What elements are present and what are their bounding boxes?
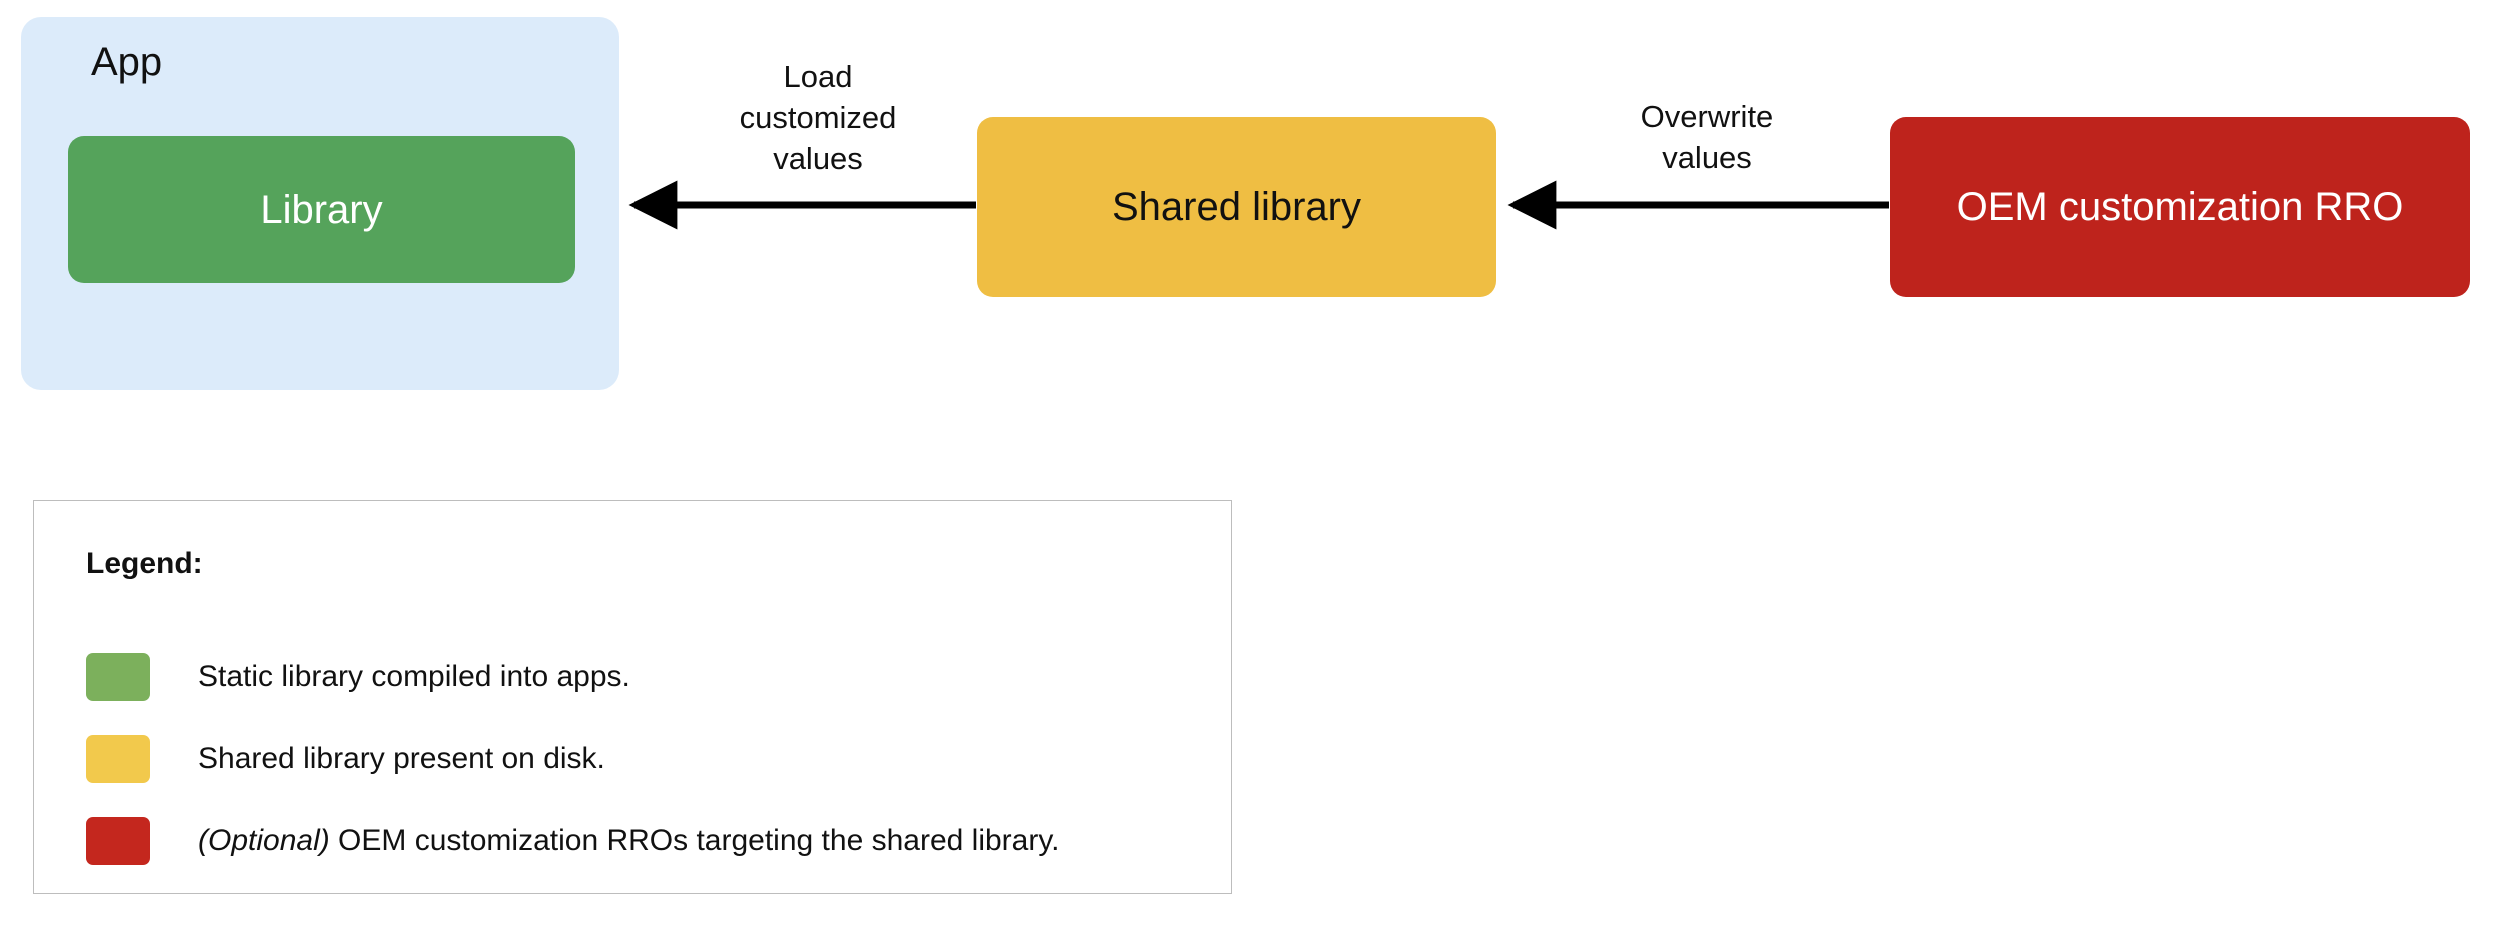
node-library[interactable]: Library (68, 136, 575, 283)
legend-panel: Legend: Static library compiled into app… (33, 500, 1232, 894)
legend-title: Legend: (86, 547, 203, 580)
legend-swatch-shared-library (86, 735, 150, 783)
legend-item-text: (Optional) OEM customization RROs target… (198, 824, 1059, 858)
node-oem-customization-rro-label: OEM customization RRO (1956, 185, 2404, 229)
legend-item-list: Static library compiled into apps. Share… (86, 636, 1186, 882)
legend-item-description: Static library compiled into apps. (198, 660, 630, 693)
node-shared-library[interactable]: Shared library (977, 117, 1496, 297)
legend-item-description: Shared library present on disk. (198, 742, 605, 775)
legend-item-text: Static library compiled into apps. (198, 660, 630, 694)
edge-label-load-customized-values: Load customized values (739, 59, 897, 176)
legend-item-description: OEM customization RROs targeting the sha… (329, 824, 1060, 857)
node-shared-library-label: Shared library (1111, 185, 1361, 229)
node-oem-customization-rro[interactable]: OEM customization RRO (1890, 117, 2470, 297)
legend-item: (Optional) OEM customization RROs target… (86, 800, 1186, 882)
legend-item-emphasis: (Optional) (198, 824, 330, 857)
legend-swatch-oem-rro (86, 817, 150, 865)
legend-item: Shared library present on disk. (86, 718, 1186, 800)
app-group-title: App (91, 40, 163, 84)
node-library-label: Library (260, 187, 383, 232)
legend-item-text: Shared library present on disk. (198, 742, 605, 776)
legend-item: Static library compiled into apps. (86, 636, 1186, 718)
legend-swatch-static-library (86, 653, 150, 701)
edge-label-overwrite-values: Overwrite values (1640, 99, 1774, 175)
